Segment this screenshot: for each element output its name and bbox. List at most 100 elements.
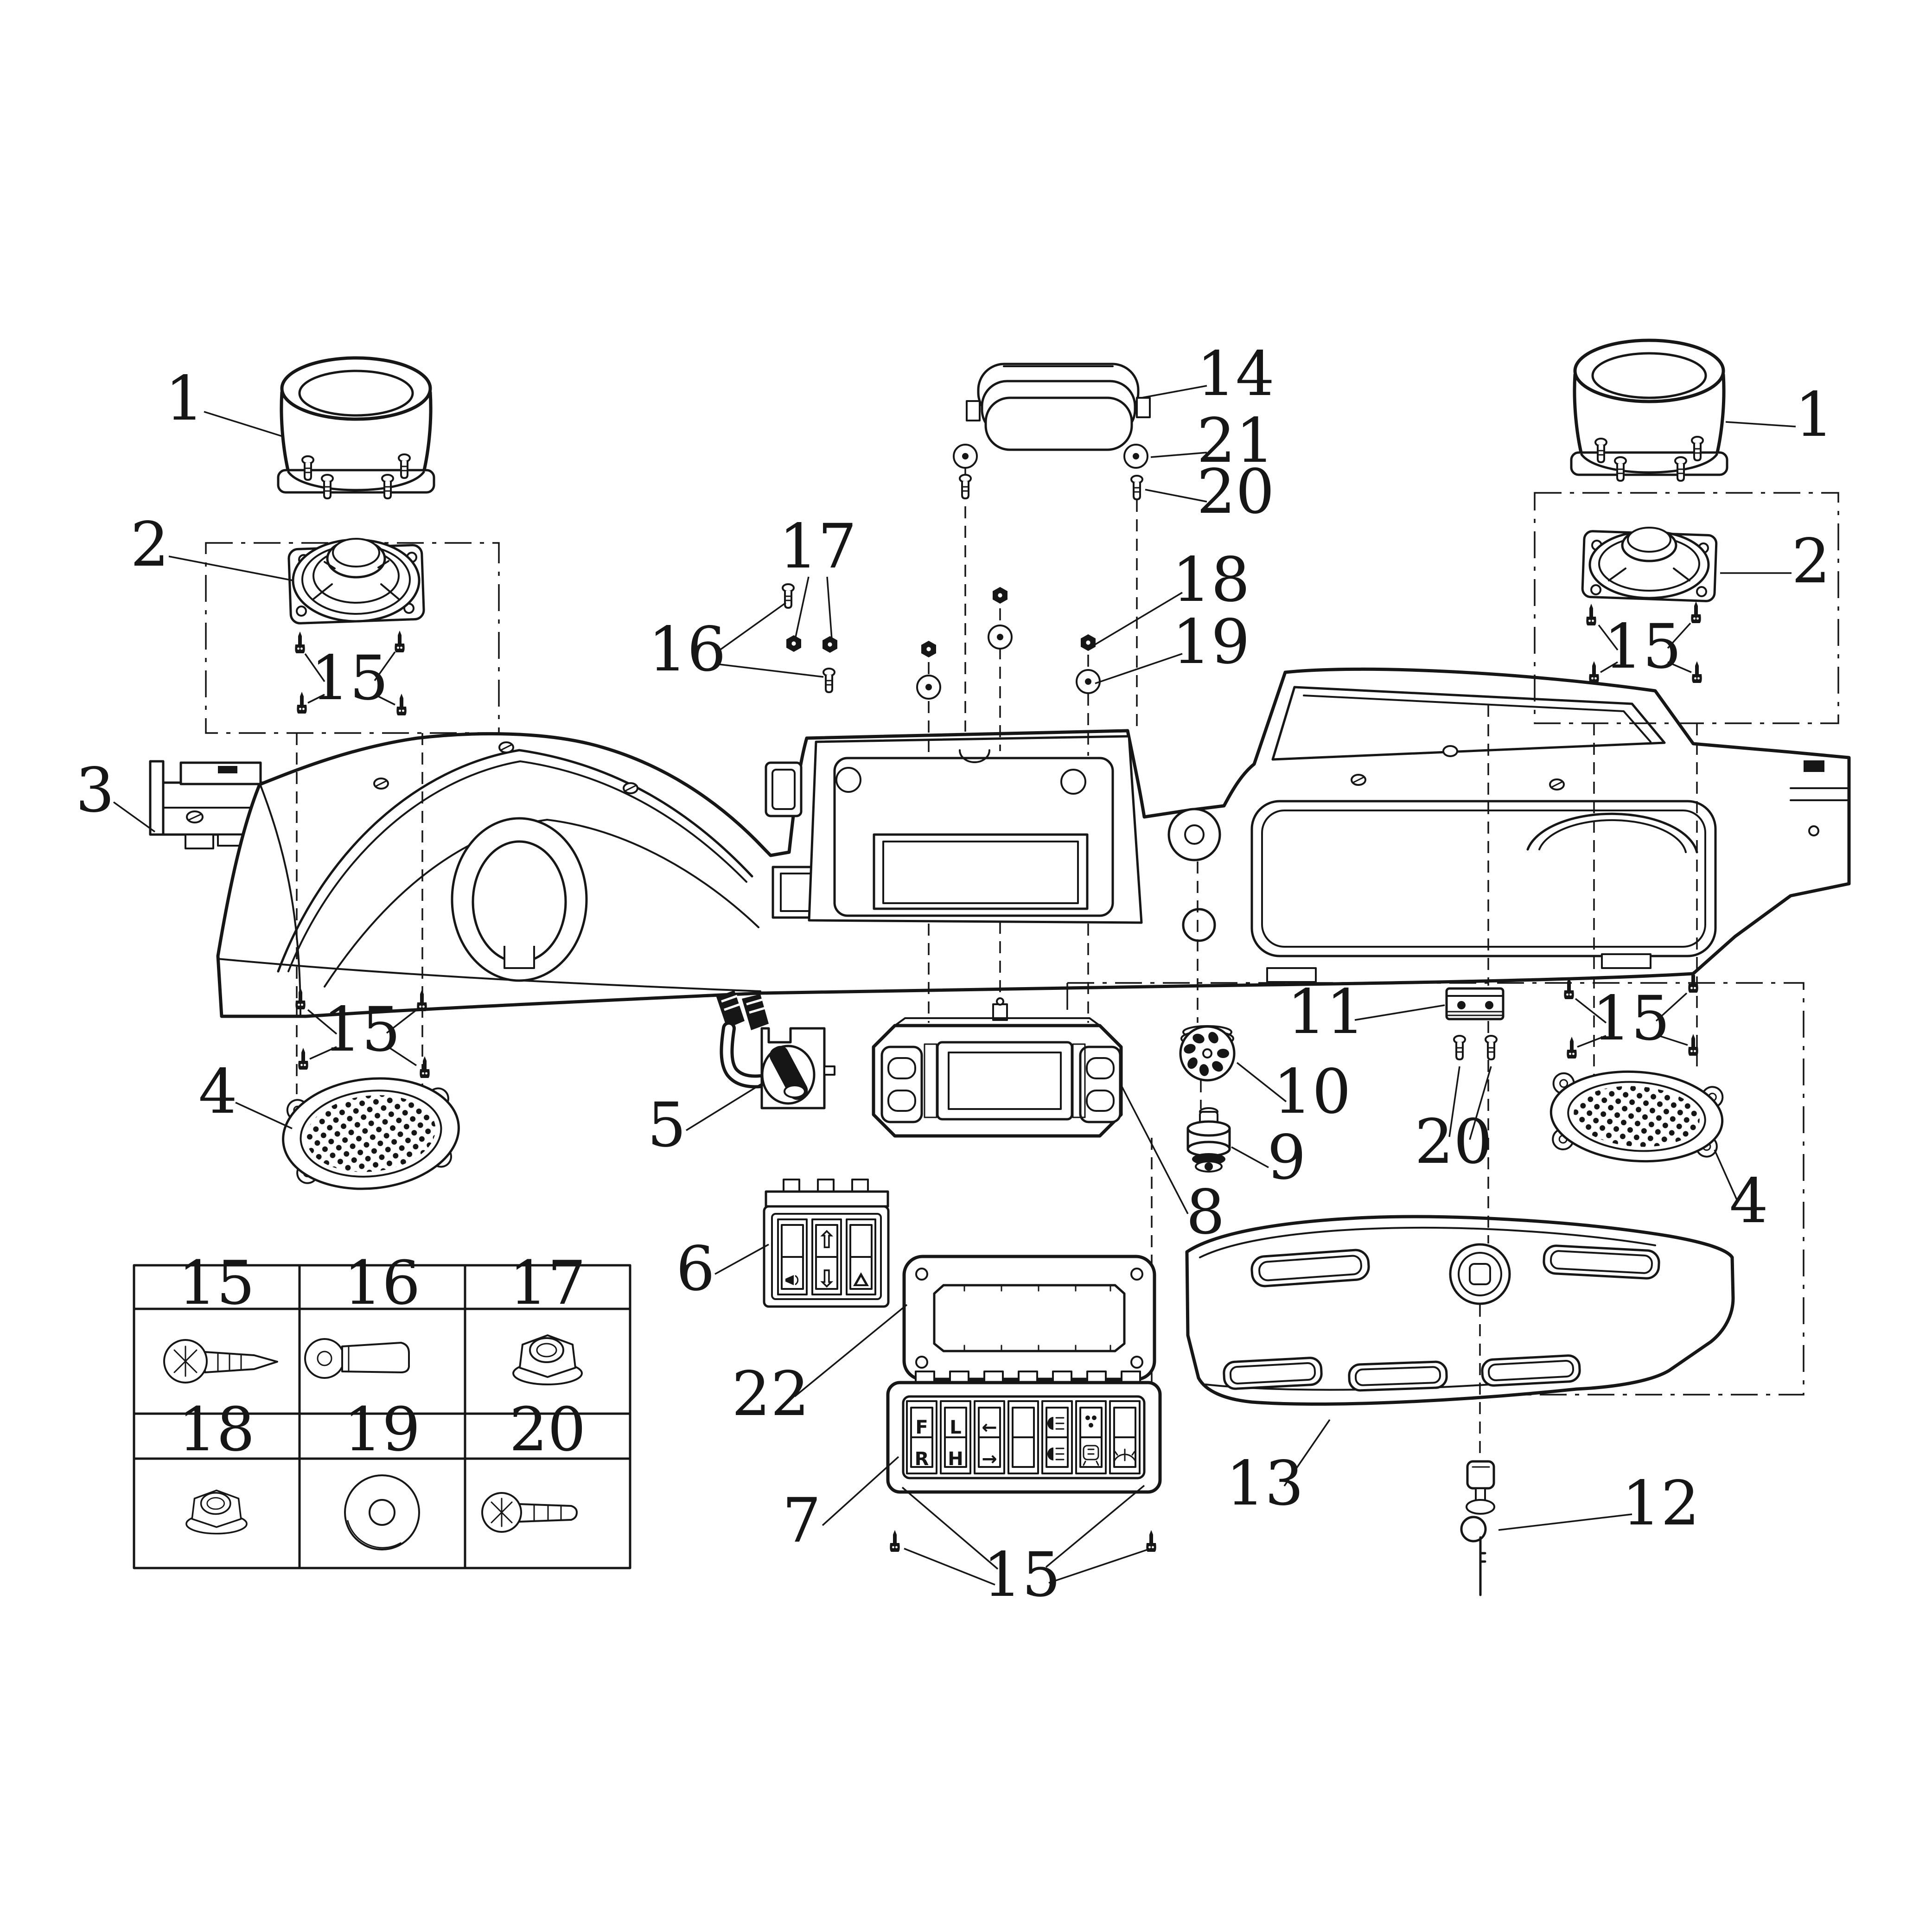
work-light-icon	[1083, 1445, 1099, 1466]
leader-line-13	[1283, 1419, 1331, 1486]
leader-line-2-left	[168, 555, 293, 581]
leader-line-10	[1236, 1062, 1287, 1103]
hazard-triangle-icon	[853, 1272, 869, 1286]
table-header-17: 17	[509, 1248, 586, 1318]
leader-line-4-left	[235, 1102, 293, 1129]
leader-line-17	[826, 576, 833, 639]
leader-line-15-left-top	[374, 651, 396, 682]
callout-15-right-top: 15	[1604, 611, 1682, 682]
leader-line-15-right-mid	[1656, 1034, 1688, 1046]
leader-line-12	[1498, 1513, 1632, 1531]
callout-2-right: 2	[1792, 526, 1830, 597]
leader-line-20-right	[1469, 1066, 1492, 1140]
leader-line-11	[1354, 1004, 1445, 1021]
rocker-glyph-left-arrow: ←	[982, 1417, 997, 1438]
power-socket	[1186, 1107, 1231, 1173]
washer-icon	[344, 1474, 420, 1550]
leader-line-15-left-mid	[309, 1046, 337, 1060]
leader-line-15-bottom	[1045, 1485, 1145, 1568]
leader-line-15-right-top	[1600, 661, 1618, 673]
callout-3: 3	[76, 755, 115, 826]
callout-15-left-top: 15	[311, 643, 389, 714]
headlight-icon	[1047, 1447, 1065, 1460]
leader-line-15-right-mid	[1655, 992, 1688, 1022]
speaker-grille-right	[1549, 1070, 1724, 1163]
callout-4-left: 4	[198, 1056, 237, 1128]
leader-line-7	[822, 1456, 899, 1526]
callout-15-bottom: 15	[983, 1539, 1061, 1611]
rocker-glyph-L: L	[950, 1417, 962, 1438]
leader-line-15-right-top	[1598, 624, 1619, 651]
leader-line-15-bottom	[904, 1548, 995, 1586]
leader-line-15-left-mid	[386, 1045, 417, 1066]
rivet-screw-icon	[304, 1338, 410, 1379]
leader-line-15-right-mid	[1577, 1035, 1607, 1048]
leader-line-1-left	[204, 411, 284, 438]
leader-line-15-left-mid	[307, 1009, 338, 1035]
dashboard-body	[149, 667, 1851, 1018]
callout-18: 18	[1172, 544, 1250, 616]
leader-line-16	[715, 663, 824, 678]
callout-15-right-mid: 15	[1592, 983, 1670, 1054]
rocker-glyph-right-arrow: →	[982, 1448, 997, 1470]
key-set	[1460, 1460, 1495, 1596]
callout-19: 19	[1172, 606, 1250, 678]
leader-line-1-right	[1725, 421, 1796, 427]
callout-8: 8	[1186, 1177, 1225, 1248]
speaker-grille-left	[282, 1077, 460, 1190]
leader-line-15-right-top	[1667, 661, 1692, 673]
callout-7: 7	[782, 1485, 821, 1556]
leader-line-15-bottom	[1048, 1549, 1148, 1584]
rocker-glyph-down-arrow: ⇩	[816, 1265, 837, 1293]
rocker-glyph-H: H	[948, 1448, 963, 1470]
pan-screw-icon	[481, 1492, 578, 1533]
storage-lid	[966, 363, 1151, 451]
leader-line-22	[794, 1304, 908, 1397]
callout-21: 21	[1197, 405, 1275, 477]
leader-line-20-right	[1448, 1066, 1460, 1137]
tapping-screw-icon	[163, 1339, 278, 1384]
hardware-table	[133, 1264, 631, 1569]
callout-17: 17	[779, 511, 857, 582]
table-header-19: 19	[344, 1394, 420, 1465]
callout-11: 11	[1287, 976, 1365, 1048]
callout-9: 9	[1267, 1122, 1306, 1193]
callout-22: 22	[732, 1358, 810, 1430]
leader-line-15-right-top	[1667, 622, 1691, 649]
switch-panel-7gang	[886, 1371, 1162, 1494]
horn-icon	[785, 1275, 799, 1285]
headlight-icon	[1047, 1417, 1065, 1430]
lower-panel	[1185, 1215, 1735, 1406]
rocker-glyph-R: R	[915, 1448, 929, 1470]
rocker-switch	[811, 1218, 842, 1295]
gasket-frame	[902, 1255, 1156, 1381]
wiper-icon	[1114, 1448, 1136, 1461]
leader-line-14	[1141, 385, 1207, 399]
rocker-glyph-F: F	[915, 1417, 928, 1438]
leader-line-3	[113, 801, 156, 833]
vent-knob	[1179, 1025, 1236, 1082]
leader-line-15-left-top	[307, 694, 325, 704]
leader-line-15-bottom	[901, 1486, 999, 1570]
callout-13: 13	[1226, 1448, 1304, 1519]
callout-10: 10	[1273, 1056, 1351, 1128]
leader-line-20-top	[1145, 489, 1207, 503]
callout-1-right: 1	[1795, 379, 1834, 451]
leader-line-9	[1231, 1146, 1269, 1168]
leader-line-15-right-mid	[1575, 998, 1607, 1024]
table-header-15: 15	[178, 1248, 255, 1318]
speaker-driver-right	[1581, 527, 1718, 602]
callout-20-top: 20	[1197, 456, 1275, 528]
callout-1-left: 1	[165, 363, 204, 434]
leader-line-18	[1095, 592, 1183, 645]
mount-bracket	[1445, 987, 1505, 1020]
leader-line-21	[1150, 452, 1207, 458]
callout-2-left: 2	[130, 509, 169, 580]
leader-line-17	[795, 576, 810, 638]
callout-6: 6	[676, 1233, 715, 1305]
